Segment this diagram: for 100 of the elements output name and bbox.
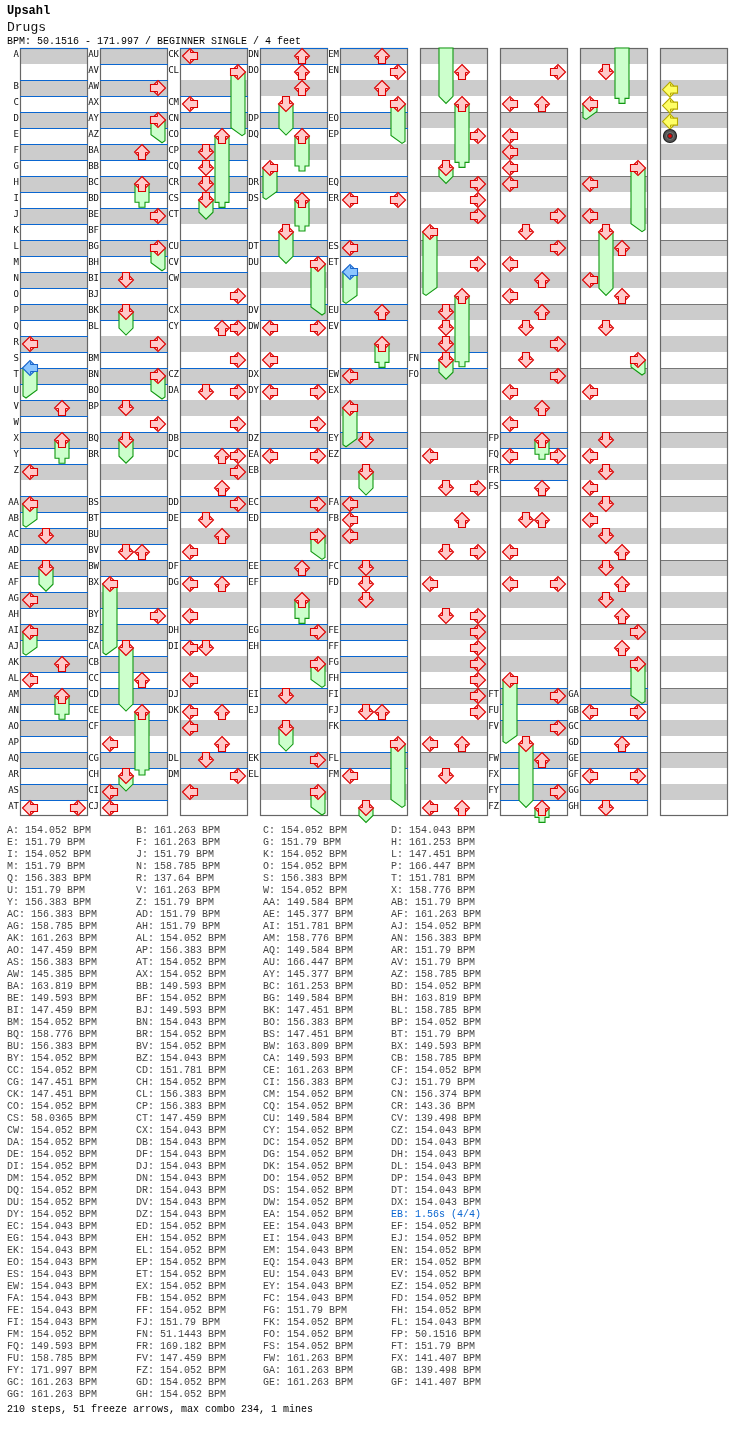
bpm-list-entry: P: 166.447 BPM: [391, 861, 475, 873]
marker-letter: EH: [248, 641, 259, 651]
marker-letter: AU: [88, 49, 99, 59]
marker-letter: FF: [328, 641, 339, 651]
marker-letter: DD: [168, 497, 179, 507]
bpm-list-entry: EJ: 154.052 BPM: [391, 1233, 481, 1245]
marker-letter: EB: [248, 465, 259, 475]
bpm-list-entry: CQ: 154.052 BPM: [263, 1101, 353, 1113]
bpm-list-entry: BS: 147.451 BPM: [263, 1029, 353, 1041]
bpm-list-entry: BF: 154.052 BPM: [136, 993, 226, 1005]
bpm-list-entry: CC: 154.052 BPM: [7, 1065, 97, 1077]
marker-letter: DV: [248, 305, 259, 315]
marker-letter: EY: [328, 433, 339, 443]
marker-letter: CA: [88, 641, 99, 651]
marker-letter: AF: [8, 577, 19, 587]
marker-letter: CB: [88, 657, 99, 667]
marker-letter: CE: [88, 705, 99, 715]
marker-letter: CG: [88, 753, 99, 763]
marker-letter: GE: [568, 753, 579, 763]
marker-letter: BZ: [88, 625, 99, 635]
marker-letter: DQ: [248, 129, 259, 139]
bpm-list-entry: FZ: 154.052 BPM: [136, 1365, 226, 1377]
bpm-list-entry: BW: 163.809 BPM: [263, 1041, 353, 1053]
bpm-list-entry: DJ: 154.043 BPM: [136, 1161, 226, 1173]
bpm-list-entry: DP: 154.043 BPM: [391, 1173, 481, 1185]
bpm-list-entry: CU: 149.584 BPM: [263, 1113, 353, 1125]
bpm-list-entry: AT: 154.052 BPM: [136, 957, 226, 969]
bpm-list-entry: T: 151.781 BPM: [391, 873, 475, 885]
marker-letter: DP: [248, 113, 259, 123]
bpm-list-entry: AY: 145.377 BPM: [263, 969, 353, 981]
bpm-list-entry: EW: 154.043 BPM: [7, 1281, 97, 1293]
marker-letter: CV: [168, 257, 179, 267]
bpm-list-entry: DC: 154.052 BPM: [263, 1137, 353, 1149]
bpm-list-entry: S: 156.383 BPM: [263, 873, 347, 885]
marker-letter: AC: [8, 529, 19, 539]
bpm-list-entry: EQ: 154.043 BPM: [263, 1257, 353, 1269]
marker-letter: F: [13, 145, 19, 155]
bpm-list-entry: CW: 154.052 BPM: [7, 1125, 97, 1137]
marker-letter: AP: [8, 737, 19, 747]
subtitle: Drugs: [7, 20, 46, 36]
bpm-list-entry: CI: 156.383 BPM: [263, 1077, 353, 1089]
marker-letter: DZ: [248, 433, 259, 443]
marker-letter: A: [13, 49, 19, 59]
bpm-list-entry: Q: 156.383 BPM: [7, 873, 91, 885]
bpm-list-entry: FS: 154.052 BPM: [263, 1341, 353, 1353]
bpm-list-entry: DA: 154.052 BPM: [7, 1137, 97, 1149]
marker-letter: FT: [488, 689, 499, 699]
bpm-list-entry: CZ: 154.043 BPM: [391, 1125, 481, 1137]
bpm-list-entry: B: 161.263 BPM: [136, 825, 220, 837]
bpm-list-entry: CH: 154.052 BPM: [136, 1077, 226, 1089]
bpm-list-entry: EG: 154.043 BPM: [7, 1233, 97, 1245]
marker-letter: Z: [13, 465, 19, 475]
bpm-list-entry: AI: 151.781 BPM: [263, 921, 353, 933]
bpm-list-entry: AJ: 154.052 BPM: [391, 921, 481, 933]
marker-letter: EQ: [328, 177, 339, 187]
marker-letter: BY: [88, 609, 99, 619]
bpm-list-entry: DV: 154.043 BPM: [136, 1197, 226, 1209]
bpm-list-entry: FX: 141.407 BPM: [391, 1353, 481, 1365]
bpm-list-entry: DY: 154.052 BPM: [7, 1209, 97, 1221]
bpm-list-entry: AV: 151.79 BPM: [391, 957, 475, 969]
bpm-list-entry: DZ: 154.043 BPM: [136, 1209, 226, 1221]
bpm-list-entry: DM: 154.052 BPM: [7, 1173, 97, 1185]
bpm-list-entry: EH: 154.052 BPM: [136, 1233, 226, 1245]
marker-letter: BX: [88, 577, 99, 587]
bpm-list-entry: FA: 154.043 BPM: [7, 1293, 97, 1305]
marker-letter: FL: [328, 753, 339, 763]
marker-letter: FV: [488, 721, 499, 731]
bpm-list-entry: CE: 161.263 BPM: [263, 1065, 353, 1077]
bpm-list-entry: EP: 154.052 BPM: [136, 1257, 226, 1269]
bpm-list-entry: CK: 147.451 BPM: [7, 1089, 97, 1101]
marker-letter: DE: [168, 513, 179, 523]
bpm-list-entry: DE: 154.052 BPM: [7, 1149, 97, 1161]
marker-letter: ET: [328, 257, 339, 267]
bpm-list-entry: EZ: 154.052 BPM: [391, 1281, 481, 1293]
marker-letter: FX: [488, 769, 499, 779]
marker-letter: BU: [88, 529, 99, 539]
bpm-list-entry: BI: 147.459 BPM: [7, 1005, 97, 1017]
bpm-list-entry: FC: 154.043 BPM: [263, 1293, 353, 1305]
bpm-list-entry: AS: 156.383 BPM: [7, 957, 97, 969]
bpm-list-entry: EK: 154.043 BPM: [7, 1245, 97, 1257]
bpm-list-entry: BE: 149.593 BPM: [7, 993, 97, 1005]
marker-letter: CF: [88, 721, 99, 731]
marker-letter: FZ: [488, 801, 499, 811]
marker-letter: GH: [568, 801, 579, 811]
bpm-list-entry: EO: 154.043 BPM: [7, 1257, 97, 1269]
marker-letter: X: [13, 433, 19, 443]
marker-letter: H: [13, 177, 19, 187]
bpm-list-entry: AU: 166.447 BPM: [263, 957, 353, 969]
bpm-list-entry: AD: 151.79 BPM: [136, 909, 220, 921]
marker-letter: FU: [488, 705, 499, 715]
bpm-list-entry: CG: 147.451 BPM: [7, 1077, 97, 1089]
bpm-list-entry: GB: 139.498 BPM: [391, 1365, 481, 1377]
marker-letter: CP: [168, 145, 179, 155]
stop-list-entry: EB: 1.56s (4/4): [391, 1209, 481, 1221]
marker-letter: BC: [88, 177, 99, 187]
marker-letter: L: [13, 241, 19, 251]
marker-letter: AI: [8, 625, 19, 635]
marker-letter: BG: [88, 241, 99, 251]
marker-letter: DT: [248, 241, 259, 251]
marker-letter: AO: [8, 721, 19, 731]
